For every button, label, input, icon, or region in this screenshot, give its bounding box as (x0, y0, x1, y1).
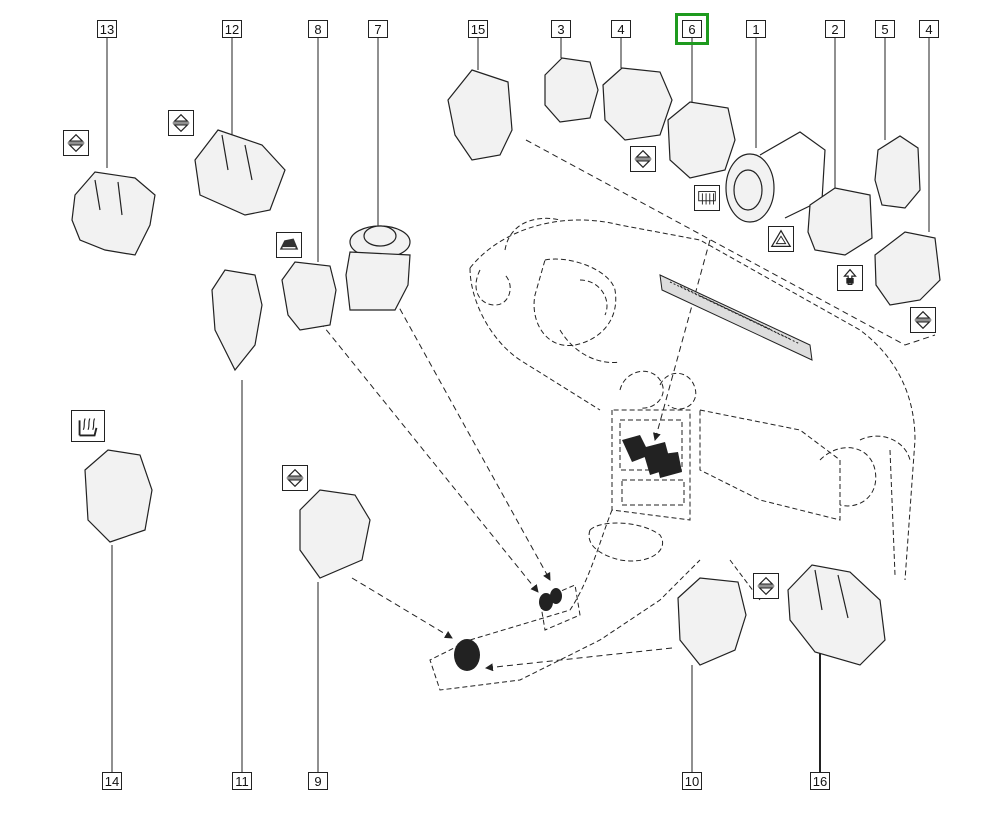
hazard-triangle-icon (768, 226, 794, 252)
callout-3[interactable]: 3 (551, 20, 571, 38)
callout-15[interactable]: 15 (468, 20, 488, 38)
dashed-arrows (319, 139, 936, 672)
central-lock-icon (837, 265, 863, 291)
defrost-vent-grille (659, 274, 813, 361)
sunroof-icon (276, 232, 302, 258)
callout-6-selected[interactable]: 6 (675, 13, 709, 45)
dashboard-outline (429, 217, 916, 691)
callout-4[interactable]: 4 (611, 20, 631, 38)
callout-4b[interactable]: 4 (919, 20, 939, 38)
callout-9[interactable]: 9 (308, 772, 328, 790)
switch-parts (71, 57, 941, 666)
window-updown-icon (168, 110, 194, 136)
callout-11[interactable]: 11 (232, 772, 252, 790)
callout-8[interactable]: 8 (308, 20, 328, 38)
leader-lines (106, 38, 930, 772)
installed-switches (454, 435, 682, 671)
window-updown-icon (282, 465, 308, 491)
callout-12[interactable]: 12 (222, 20, 242, 38)
window-updown-icon (63, 130, 89, 156)
callout-10[interactable]: 10 (682, 772, 702, 790)
rear-defrost-icon (694, 185, 720, 211)
callout-14[interactable]: 14 (102, 772, 122, 790)
callout-13[interactable]: 13 (97, 20, 117, 38)
callout-5[interactable]: 5 (875, 20, 895, 38)
callout-7[interactable]: 7 (368, 20, 388, 38)
callout-16[interactable]: 16 (810, 772, 830, 790)
seat-heater-icon (71, 410, 105, 442)
window-updown-icon (910, 307, 936, 333)
window-updown-icon (630, 146, 656, 172)
callout-2[interactable]: 2 (825, 20, 845, 38)
window-updown-icon (753, 573, 779, 599)
callout-1[interactable]: 1 (746, 20, 766, 38)
